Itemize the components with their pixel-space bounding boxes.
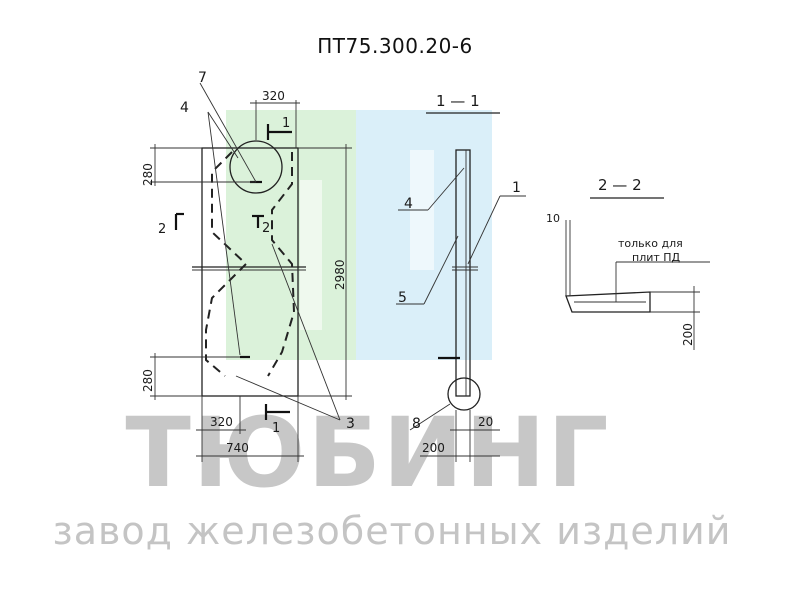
section-mark-1-bottom: 1: [272, 421, 280, 436]
callout-4: 4: [180, 100, 189, 116]
note-plates-pd: плит ПД: [632, 251, 681, 264]
section-mark-1-top: 1: [282, 116, 290, 131]
dim-section2-10: 10: [546, 212, 560, 225]
dim-section-200: 200: [422, 441, 445, 455]
section-2-2: 2 — 2 только для плит ПД 10 200: [546, 176, 710, 350]
dim-section2-200: 200: [681, 323, 695, 346]
callout-7: 7: [198, 70, 207, 86]
dim-bottom-320: 320: [210, 415, 233, 429]
callout-5-section: 5: [398, 290, 407, 306]
dim-top-320: 320: [262, 89, 285, 103]
callout-1-section: 1: [512, 180, 521, 196]
dim-left-280-top: 280: [141, 163, 155, 186]
detail-circle-7: [229, 140, 283, 194]
section-mark-2: 2: [262, 221, 270, 236]
detail-circle-8: [447, 377, 481, 411]
watermark-tagline: завод железобетонных изделий: [53, 509, 732, 553]
callout-3: 3: [346, 416, 355, 432]
callout-8-section: 8: [412, 416, 421, 432]
section-1-1: 1 — 1 4 1 5 8 200 20: [396, 92, 526, 462]
plan-view: 1 2 2 1 7 4 3 320 280 280: [141, 70, 355, 462]
section-1-1-label: 1 — 1: [436, 92, 480, 110]
section-2-2-label: 2 — 2: [598, 176, 642, 194]
callout-4-section: 4: [404, 196, 413, 212]
dim-left-280-bottom: 280: [141, 369, 155, 392]
section-mark-2-left: 2: [158, 222, 166, 237]
note-only-for: только для: [618, 237, 683, 250]
dim-section-20: 20: [478, 415, 493, 429]
dim-bottom-740: 740: [226, 441, 249, 455]
watermark-brand: ТЮБИНГ: [125, 397, 610, 509]
section-1-1-body: [455, 149, 471, 397]
panel-outline: [201, 147, 299, 397]
dim-height-2980: 2980: [333, 259, 347, 290]
drawing-title: ПТ75.300.20-6: [317, 34, 473, 58]
